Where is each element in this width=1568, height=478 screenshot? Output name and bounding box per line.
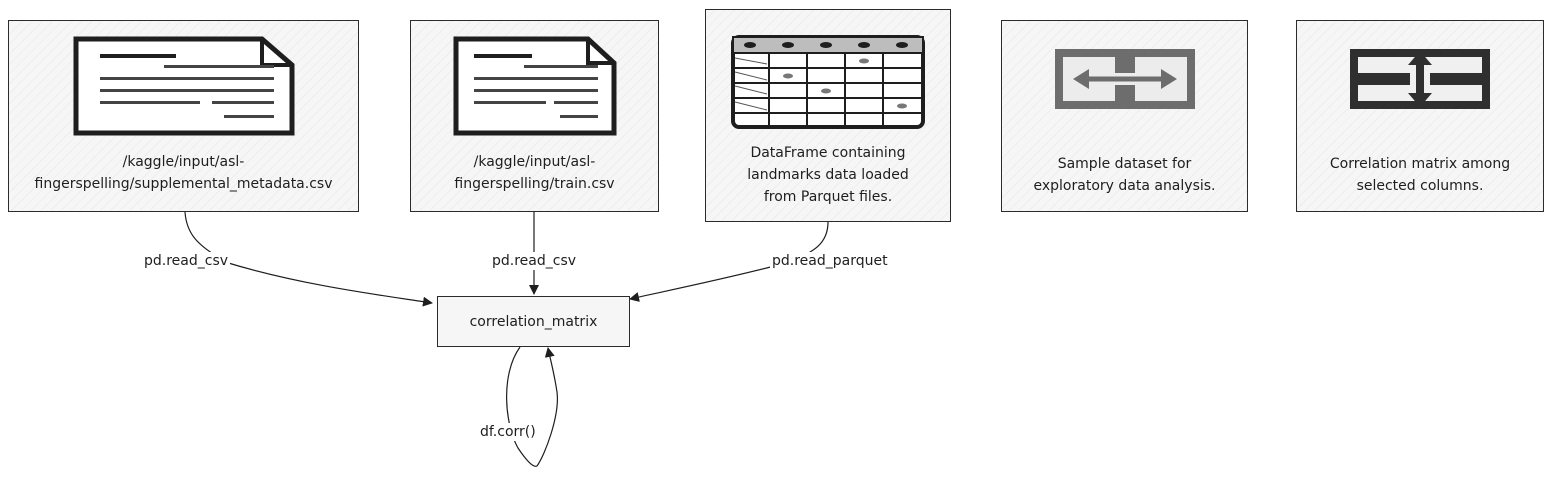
card-label: /kaggle/input/asl- fingerspelling/supple… <box>34 154 333 192</box>
card-label: /kaggle/input/asl- fingerspelling/train.… <box>454 154 615 192</box>
edge-supplemental-to-matrix <box>184 211 433 307</box>
edge-self-loop <box>506 346 558 467</box>
card-correlation-description[interactable]: Correlation matrix among selected column… <box>1296 20 1544 212</box>
card-label: Sample dataset for exploratory data anal… <box>1033 156 1216 194</box>
csv-file-icon <box>411 35 658 137</box>
dataframe-table-icon <box>706 34 950 130</box>
card-train-csv[interactable]: /kaggle/input/asl- fingerspelling/train.… <box>410 20 659 212</box>
edge-label-df-corr: df.corr() <box>478 423 538 441</box>
edge-label-read-csv-2: pd.read_csv <box>490 252 579 270</box>
horizontal-arrows-icon <box>1002 47 1247 111</box>
card-parquet-dataframe[interactable]: DataFrame containing landmarks data load… <box>705 9 951 222</box>
edge-label-read-parquet: pd.read_parquet <box>770 252 890 270</box>
card-label: DataFrame containing landmarks data load… <box>747 145 909 205</box>
csv-file-icon <box>9 35 358 137</box>
node-label: correlation_matrix <box>469 313 598 330</box>
card-sample-dataset[interactable]: Sample dataset for exploratory data anal… <box>1001 20 1248 212</box>
vertical-arrows-icon <box>1297 47 1543 111</box>
card-supplemental-metadata[interactable]: /kaggle/input/asl- fingerspelling/supple… <box>8 20 359 212</box>
correlation-matrix-node[interactable]: correlation_matrix <box>437 296 630 347</box>
card-label: Correlation matrix among selected column… <box>1329 156 1511 194</box>
edge-label-read-csv-1: pd.read_csv <box>142 252 231 270</box>
